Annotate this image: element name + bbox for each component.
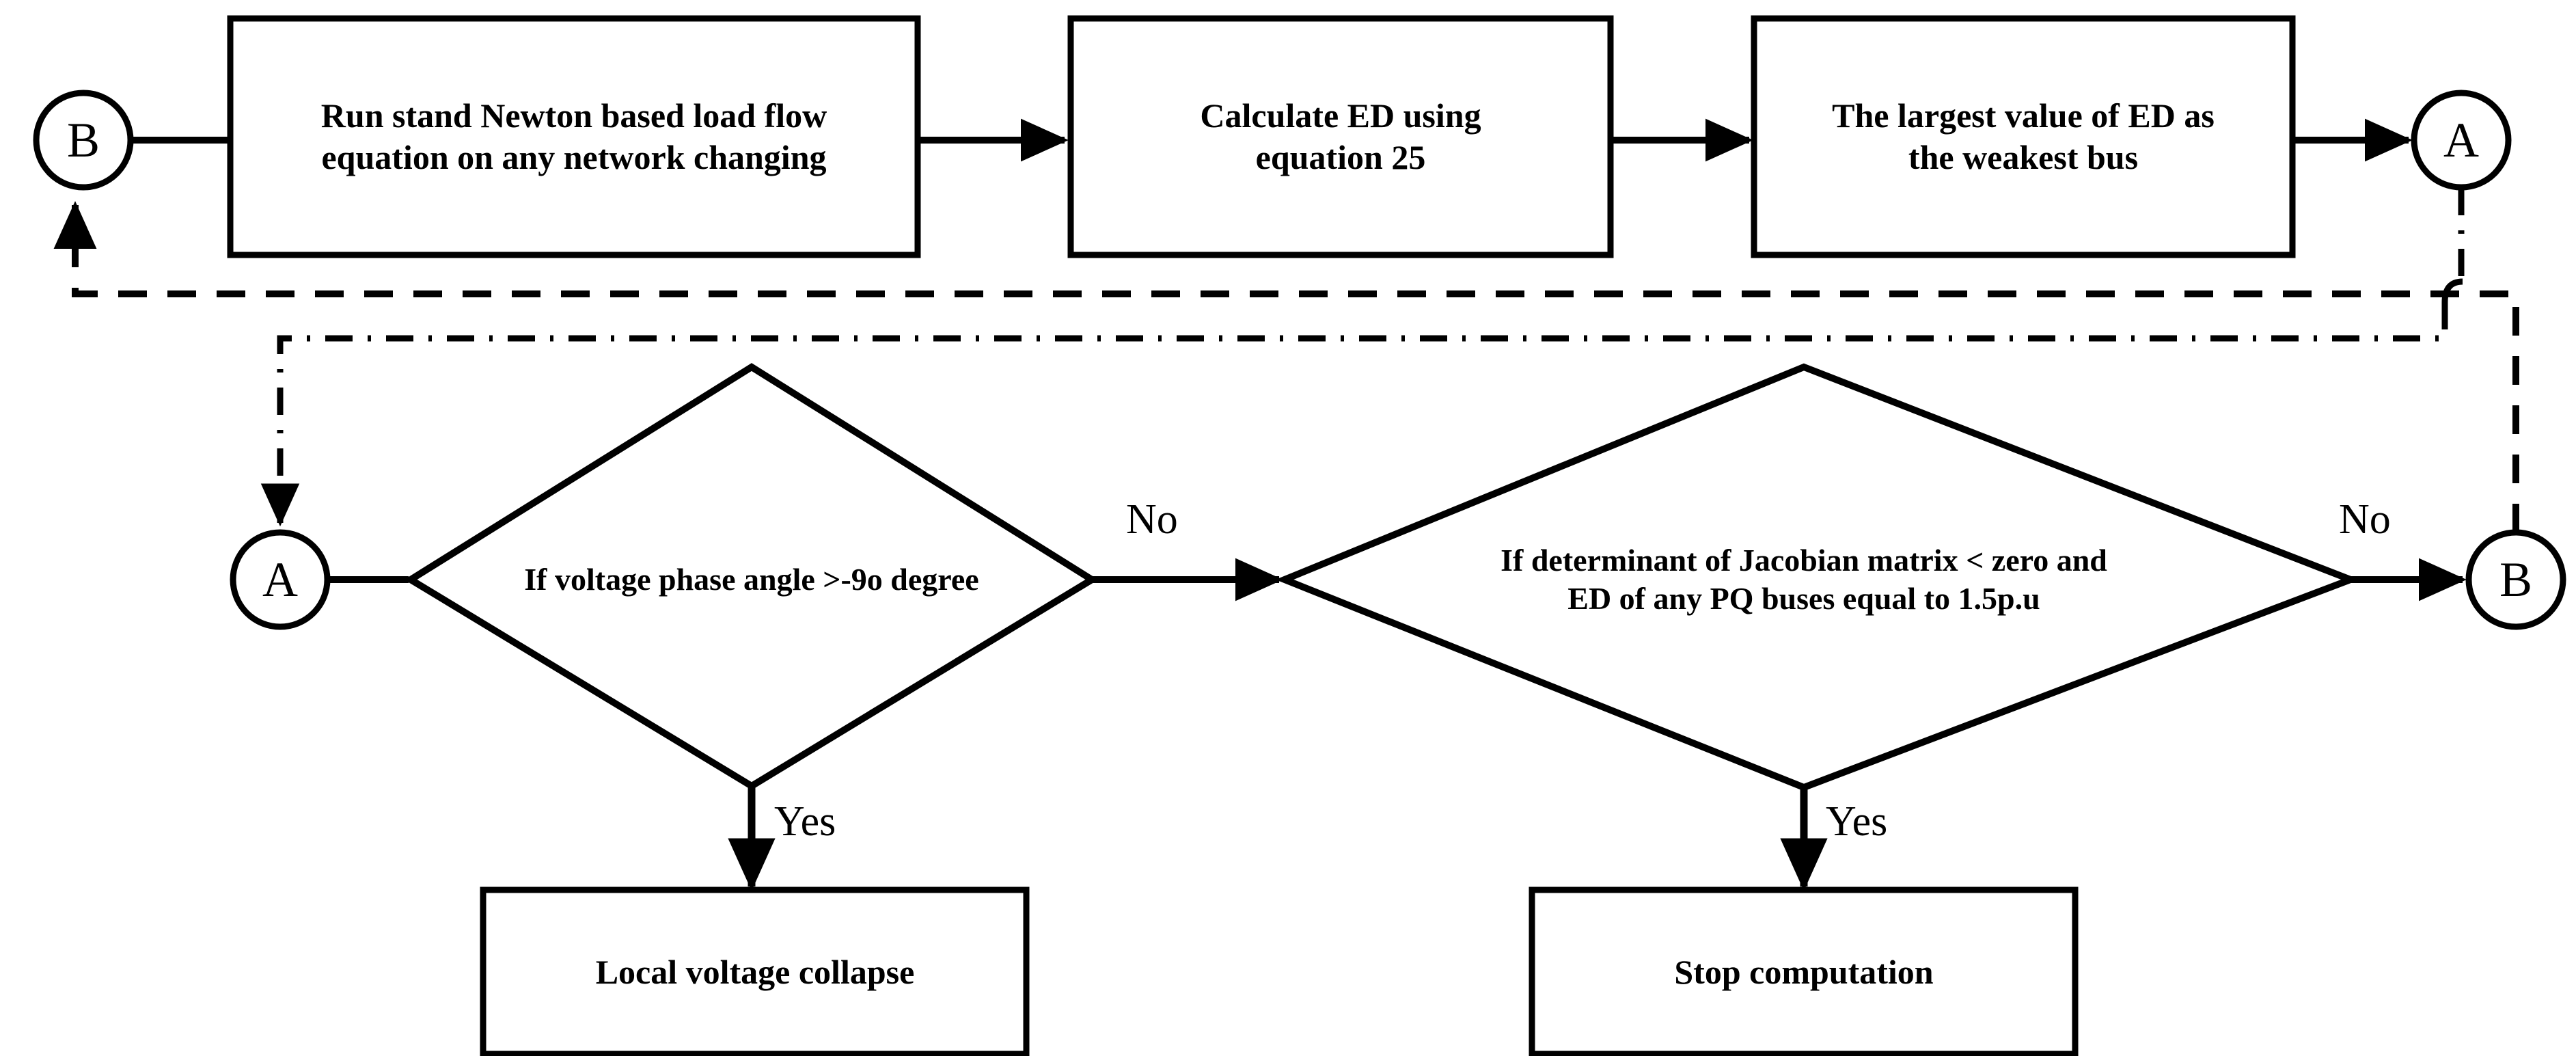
process-box-stop-computation (1529, 886, 2079, 1056)
edge-label-yes-jacobian: Yes (1826, 798, 1888, 845)
edge-label-yes-phase-angle: Yes (774, 798, 836, 845)
decision-diamond-phase-angle (404, 363, 1099, 790)
connector-b-mid-right-label: B (2499, 552, 2533, 607)
connector-a-mid-left-label: A (262, 552, 298, 607)
edge-label-no-phase-angle: No (1126, 496, 1178, 543)
edge-label-no-jacobian: No (2339, 496, 2391, 543)
connector-a-top-right-label: A (2443, 112, 2479, 167)
edge-feedback-a-line-hop (2441, 278, 2463, 303)
process-box-run-load-flow (227, 15, 921, 258)
connector-b-top-left-label: B (66, 112, 100, 167)
process-box-local-voltage-collapse (480, 886, 1030, 1056)
process-box-largest-ed (1751, 15, 2296, 258)
connector-circle-a-top-right (2411, 90, 2512, 191)
edge-feedback-b-dashed (53, 201, 2519, 532)
connector-circle-a-mid-left (230, 529, 331, 630)
process-box-calculate-ed (1067, 15, 1614, 258)
edge-feedback-a-dashdot-lower (260, 302, 2448, 527)
decision-diamond-jacobian-ed (1275, 363, 2360, 791)
